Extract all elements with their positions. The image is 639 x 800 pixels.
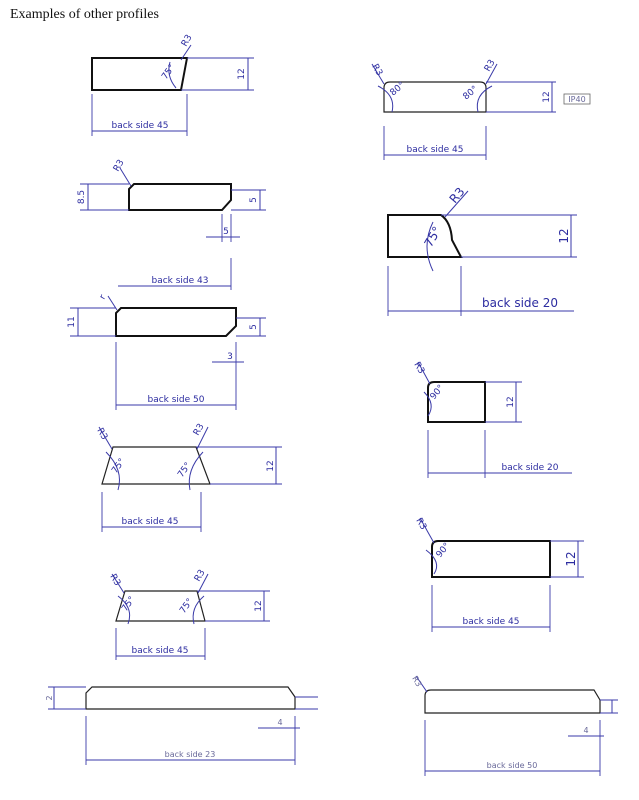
profile-6-thickness: 12 [506, 396, 516, 407]
profile-4-angle: 75° [421, 224, 444, 249]
profile-10-outline [85, 686, 296, 710]
profile-2-thickness: 12 [542, 91, 552, 102]
profile-4-outline [387, 214, 463, 258]
profile-7-thickness: 12 [266, 460, 276, 471]
profile-2: 12 IP40 R3 R3 80° 80° back side 45 [369, 58, 591, 160]
profile-2-tag: IP40 [568, 95, 585, 104]
profile-2-back-side: back side 45 [406, 145, 463, 155]
profile-5-thickness-left: 11 [67, 316, 77, 327]
profile-2-radius-right: R3 [483, 58, 498, 73]
profile-10-thickness: 2 [45, 695, 54, 700]
profile-3-thickness-right: 5 [249, 197, 259, 203]
profile-8: 12 R3 90° back side 45 [413, 517, 584, 632]
profile-4-radius: R3 [447, 185, 468, 206]
profile-1-radius: R3 [180, 33, 195, 48]
profile-5: 11 5 r 3 back side 50 [67, 293, 266, 410]
profile-5-bevel: 3 [227, 352, 233, 362]
profile-1: 12 R3 75° back side 45 [91, 33, 254, 136]
profile-10: 2 4 back side 23 [45, 686, 318, 765]
profile-1-thickness: 12 [237, 68, 247, 79]
profile-10-back-side: back side 23 [165, 750, 216, 759]
profile-9-back-side: back side 45 [131, 646, 188, 656]
profile-8-back-side: back side 45 [462, 617, 519, 627]
profile-8-thickness: 12 [564, 551, 578, 566]
profile-4-thickness: 12 [557, 228, 571, 243]
profile-5-thickness-right: 5 [249, 324, 259, 330]
profile-6-back-side: back side 20 [501, 463, 558, 473]
profile-3-outline [128, 183, 232, 211]
profile-6-outline [427, 381, 486, 423]
profile-1-back-side: back side 45 [111, 121, 168, 131]
profile-5-radius: r [98, 293, 109, 301]
profile-2-angle-right: 80° [462, 84, 481, 102]
profile-8-angle: 90° [435, 541, 453, 560]
profile-6: 12 R3 90° back side 20 [411, 361, 572, 478]
profile-7-angle-right: 75° [176, 461, 193, 480]
profile-11-radius: R3 [410, 675, 423, 689]
page-title: Examples of other profiles [10, 7, 159, 22]
profile-9-radius-right: R3 [193, 568, 208, 583]
profile-7-back-side: back side 45 [121, 517, 178, 527]
profile-11-bevel: 4 [583, 726, 588, 735]
profile-9-thickness: 12 [254, 600, 264, 611]
profile-3-radius: R3 [112, 158, 127, 173]
profile-9: 12 R3 R3 75° 75° back side 45 [107, 568, 270, 660]
profile-4: 12 R3 75° back side 20 [387, 185, 577, 316]
profile-8-outline [431, 540, 551, 578]
profile-3-back-side: back side 43 [151, 276, 208, 286]
profile-3-thickness-left: 8.5 [77, 190, 87, 204]
profile-8-radius: R3 [413, 517, 428, 532]
profile-11: R3 4 back side 50 [410, 675, 618, 776]
profile-11-outline [424, 689, 601, 714]
profile-5-back-side: back side 50 [147, 395, 204, 405]
profile-7: 12 R3 R3 75° 75° back side 45 [94, 422, 282, 532]
profile-3: 8.5 5 R3 5 back side 43 [77, 158, 266, 290]
profile-11-back-side: back side 50 [487, 761, 538, 770]
profile-10-bevel: 4 [277, 718, 282, 727]
profile-6-angle: 90° [429, 383, 447, 402]
profile-4-back-side: back side 20 [482, 296, 558, 310]
profile-1-angle: 75° [160, 63, 177, 82]
profile-2-radius-left: R3 [369, 63, 384, 78]
profile-2-angle-left: 80° [389, 80, 408, 98]
profile-5-outline [115, 307, 237, 337]
profile-3-bevel: 5 [223, 227, 229, 237]
